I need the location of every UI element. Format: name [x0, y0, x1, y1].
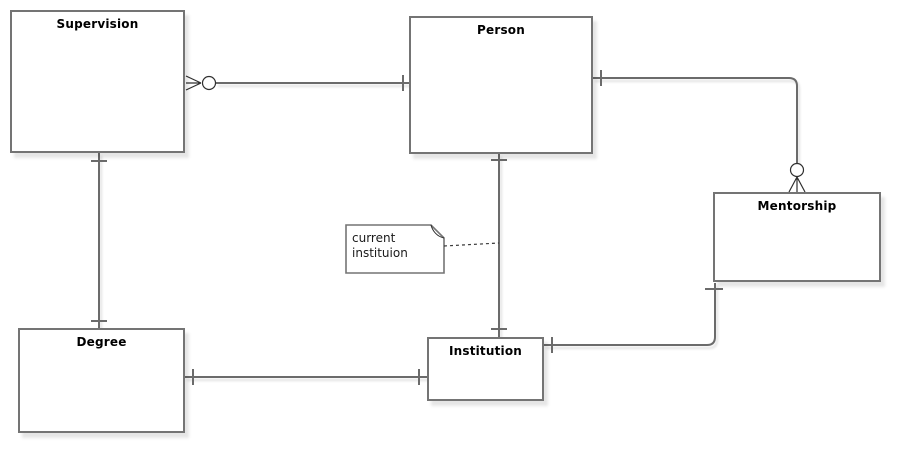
note-fold-icon	[430, 224, 445, 239]
optional-circle-marker	[789, 162, 805, 178]
optional-circle-marker	[201, 75, 217, 91]
entity-title: Institution	[448, 344, 523, 358]
entity-title: Person	[477, 23, 525, 37]
connector-institution-mentorship[interactable]	[544, 283, 716, 346]
crow-foot-icon	[185, 75, 202, 91]
note-text: current instituion	[352, 231, 408, 260]
entity-title: Mentorship	[757, 199, 837, 213]
note-shape[interactable]	[345, 224, 445, 274]
entity-degree[interactable]: Degree	[18, 328, 185, 433]
connector-person-mentorship[interactable]	[593, 77, 798, 163]
entity-person[interactable]: Person	[409, 16, 593, 154]
entity-institution[interactable]: Institution	[427, 337, 544, 401]
entity-title: Degree	[76, 335, 127, 349]
note-link-dashed-line	[443, 242, 500, 247]
entity-supervision[interactable]: Supervision	[10, 10, 185, 153]
entity-title: Supervision	[56, 17, 139, 31]
entity-mentorship[interactable]: Mentorship	[713, 192, 881, 282]
crow-foot-icon	[788, 176, 806, 193]
